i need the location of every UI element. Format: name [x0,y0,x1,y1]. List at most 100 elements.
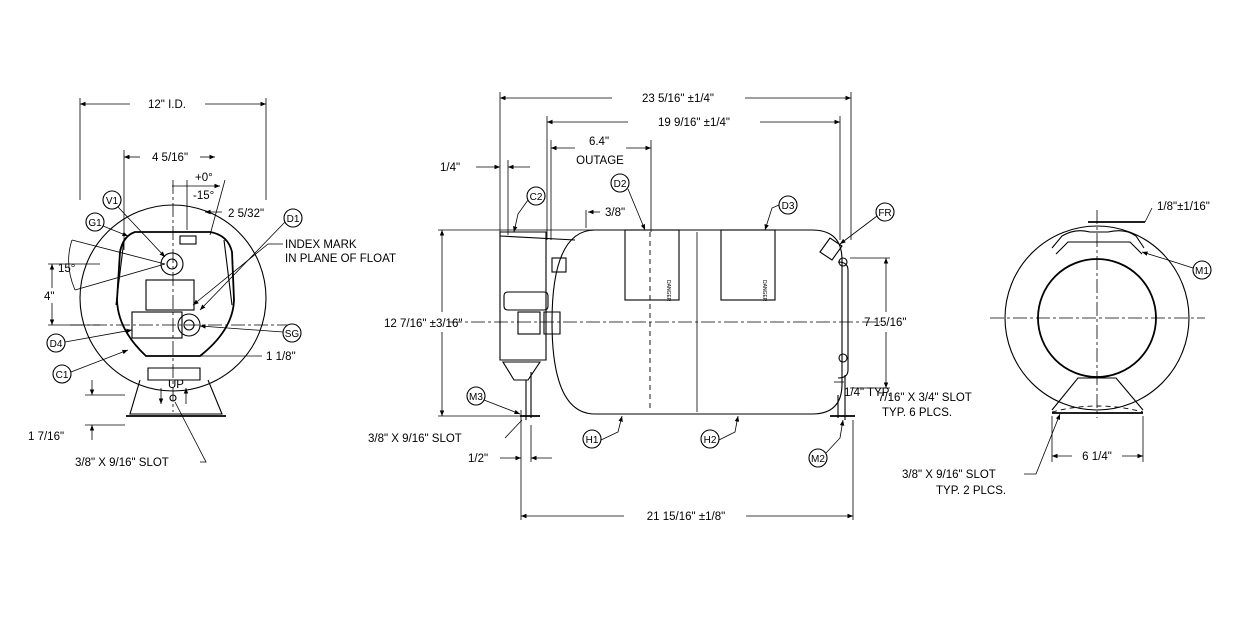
slot-hole [838,257,848,267]
dim-outage-label: OUTAGE [576,155,624,167]
tag-m3: M3 [466,386,521,415]
dim-shell-length: 19 9/16" ±1/4" [658,117,730,129]
dim-overall-length: 23 5/16" ±1/4" [642,93,714,105]
valve-cover-outline [116,231,235,357]
svg-text:D4: D4 [50,339,63,350]
dim-12-id: 12" I.D. [148,99,186,111]
tag-d1: D1 [199,208,303,311]
side-view: 23 5/16" ±1/4" 19 9/16" ±1/4" 6.4" OUTAG… [368,92,972,523]
dim-4-in: 4" [44,291,54,303]
dim-plus-0: +0° [195,172,213,184]
fitting-top [551,257,567,273]
tag-c1: C1 [52,349,129,384]
top-bracket [1051,230,1145,249]
bracket-left [502,361,542,381]
angle-arc [68,239,76,291]
tag-d2: D2 [610,173,646,231]
svg-text:M2: M2 [811,454,825,465]
relief-valve [819,237,843,261]
gauge-sg-core [183,319,195,331]
dim-outage-value: 6.4" [589,136,609,148]
tag-d3: D3 [764,195,798,231]
cover-clamp [503,291,549,311]
tag-c2: C2 [513,186,546,233]
top-bracket-inner [1055,241,1143,255]
dim-1-4-typ: 1/4" TYP. [844,387,891,399]
valve-cover [499,231,547,361]
up-label: UP [168,379,184,391]
right-end-view: 1/8"±1/16" 6 1/4" 3/8" X 9/16" SLOT TYP.… [902,201,1212,497]
svg-text:H1: H1 [586,435,599,446]
dim-height: 12 7/16" ±3/16" [384,318,462,330]
leader-line [192,243,283,306]
svg-text:D3: D3 [782,201,795,212]
valve-v1 [160,252,184,276]
slot-mid-line1: 7/16" X 3/4" SLOT [878,392,972,404]
svg-text:G1: G1 [88,218,102,229]
svg-text:D1: D1 [287,214,300,225]
tag-h2: H2 [700,415,740,449]
dim-1-2: 1/2" [468,453,488,465]
dim-1-8: 1/8"±1/16" [1157,201,1210,213]
tag-h1: H1 [582,415,623,449]
svg-text:H2: H2 [704,435,717,446]
danger-text: DANGER [761,280,767,302]
tag-m1: M1 [1141,251,1212,280]
slot-right-line1: 3/8" X 9/16" SLOT [902,469,996,481]
dim-1-4: 1/4" [440,162,460,174]
saddle-top [147,367,201,381]
dim-4-5-16: 4 5/16" [152,152,188,164]
dim-minus-15: -15° [193,190,214,202]
leader-line [1024,413,1061,475]
dim-15-deg: 15° [58,263,75,275]
dim-base-length: 21 15/16" ±1/8" [647,511,725,523]
tag-v1: V1 [102,190,166,258]
index-mark-label-2: IN PLANE OF FLOAT [285,253,396,265]
extension-line [209,179,226,236]
tag-sg: SG [199,323,302,343]
dim-2-5-32: 2 5/32" [228,208,264,220]
tag-fr: FR [839,202,895,245]
dim-1-1-8: 1 1/8" [266,351,296,363]
slot-hole [169,394,177,402]
svg-text:V1: V1 [106,196,119,207]
component-d4 [131,311,183,339]
saddle-legs [129,379,223,415]
fitting-block [517,311,541,335]
slot-mid-line2: TYP. 6 PLCS. [882,407,952,419]
base-saddle [1051,377,1144,411]
slot-hole [838,353,848,363]
leader-line [174,401,207,463]
guard-arm-right [223,239,233,306]
fitting-flange [543,311,561,335]
tag-d4: D4 [46,328,133,353]
svg-text:C1: C1 [56,370,69,381]
index-mark-block [179,235,197,245]
svg-text:D2: D2 [614,179,627,190]
dim-3-8: 3/8" [605,207,625,219]
cover-lip [499,235,576,241]
guard-arm-left [115,239,125,306]
tank-body [551,229,843,415]
danger-plate-d2 [624,229,680,301]
danger-text: DANGER [665,280,671,302]
svg-text:C2: C2 [530,192,543,203]
dim-6-1-4: 6 1/4" [1082,451,1112,463]
svg-text:M1: M1 [1195,266,1209,277]
left-end-view: 12" I.D. 4 5/16" +0° -15° 2 5/32" 15° 4" [28,98,396,469]
right-head-bulge [837,261,849,379]
dim-7-15-16: 7 15/16" [864,317,906,329]
tank-shell [1004,225,1190,411]
index-mark-label: INDEX MARK [285,239,357,251]
tag-m2: M2 [808,419,845,468]
dim-1-7-16: 1 7/16" [28,431,64,443]
valve-v1-core [166,258,178,270]
leader-line [504,419,523,439]
svg-text:FR: FR [878,208,891,219]
angle-line [71,239,166,265]
saddle-hidden [1051,405,1144,413]
svg-text:SG: SG [285,329,300,340]
float-gauge-body [145,279,195,311]
slot-left-label: 3/8" X 9/16" SLOT [368,433,462,445]
